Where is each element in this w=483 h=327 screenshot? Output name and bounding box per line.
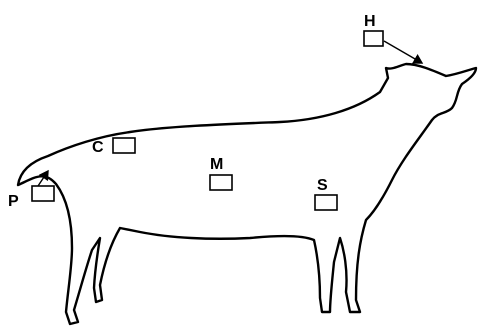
box-h bbox=[364, 31, 383, 46]
label-m: M bbox=[210, 156, 223, 173]
box-c bbox=[113, 138, 135, 153]
goat-outline bbox=[18, 64, 476, 324]
label-p: P bbox=[8, 193, 19, 210]
label-s: S bbox=[317, 177, 328, 194]
box-m bbox=[210, 175, 232, 190]
box-p bbox=[32, 186, 54, 201]
label-c: C bbox=[92, 139, 104, 156]
label-h: H bbox=[364, 13, 376, 30]
arrow-h bbox=[384, 41, 422, 63]
arrow-p bbox=[38, 171, 48, 186]
box-s bbox=[315, 195, 337, 210]
